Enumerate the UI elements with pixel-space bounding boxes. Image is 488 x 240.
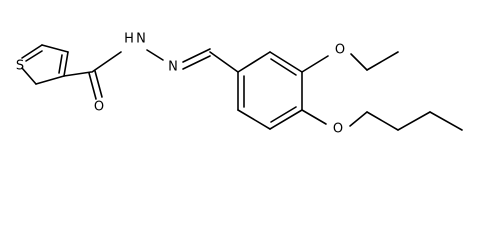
amide-hydrogen-label: H: [124, 32, 134, 47]
bond-c5-s1-inner: [25, 50, 43, 62]
bond-butoxy-c3-c4: [429, 111, 463, 131]
bond-lines: [21, 44, 463, 131]
bond-ethoxy-o-c1: [350, 53, 368, 71]
bond-ring-carbonyl: [63, 71, 92, 77]
bond-c3-c4-inner: [58, 54, 63, 74]
bond-co-a: [88, 72, 97, 100]
bond-ring-ethoxy-o: [301, 55, 329, 73]
bond-c2-c3: [35, 75, 65, 85]
bond-ethoxy-c1-c2: [366, 51, 399, 71]
molecule-canvas: S O N H N O O: [15, 31, 463, 137]
bond-b5-b6: [237, 109, 271, 130]
bond-ch-ring: [209, 51, 239, 73]
bond-b4-b5-inner: [270, 106, 297, 123]
bond-c5-s1: [21, 44, 43, 59]
bond-butoxy-o-c1: [349, 111, 368, 127]
amide-nitrogen-label: N: [136, 32, 146, 47]
bond-c3-c4: [63, 51, 69, 77]
bond-ring-butoxy-o: [301, 109, 327, 125]
bond-n-ch-b: [182, 55, 211, 70]
bond-c4-c5: [41, 44, 69, 53]
bond-b4-b5: [269, 109, 303, 130]
bond-carbonyl-nh: [91, 51, 122, 73]
bond-b1-b2: [237, 51, 271, 73]
bond-butoxy-c2-c3: [397, 111, 431, 131]
ethoxy-oxygen-label: O: [335, 43, 345, 58]
carbonyl-oxygen-label: O: [94, 100, 104, 115]
bond-butoxy-c1-c2: [366, 111, 399, 131]
bond-b2-b3-inner: [270, 58, 297, 76]
bond-b2-b3: [269, 51, 303, 73]
imine-nitrogen-label: N: [168, 60, 178, 75]
structure-diagram: S O N H N O O: [16, 32, 463, 137]
butoxy-oxygen-label: O: [333, 122, 343, 137]
bond-co-b: [94, 70, 103, 98]
bond-nh-n: [146, 49, 164, 61]
bond-n-ch-a: [182, 48, 211, 63]
sulfur-atom-label: S: [16, 59, 24, 74]
atom-labels: S O N H N O O: [16, 32, 345, 137]
bond-s1-c2: [21, 67, 37, 85]
